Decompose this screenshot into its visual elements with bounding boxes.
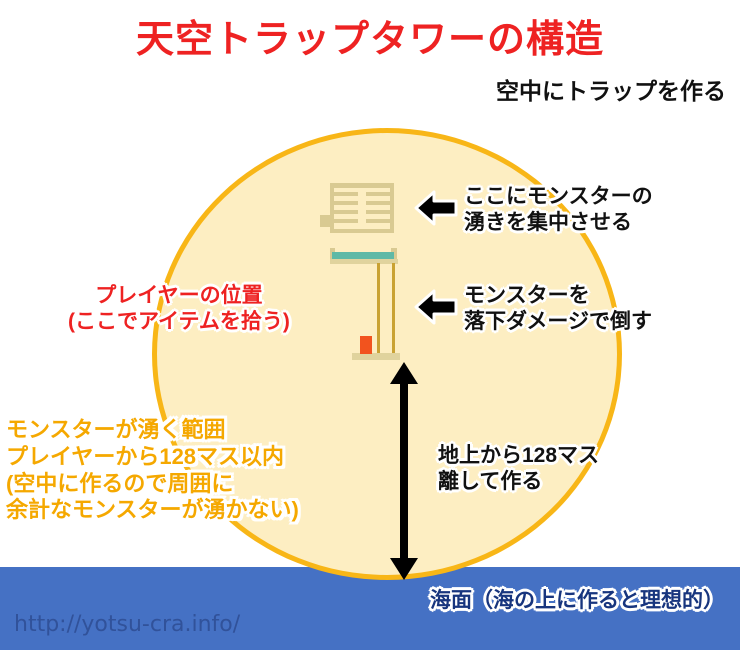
sea-band bbox=[0, 567, 740, 650]
platform-bottom-bar bbox=[330, 229, 394, 233]
annotation-spawn-range: モンスターが湧く範囲 プレイヤーから128マス以内 (空中に作るので周囲に 余計… bbox=[6, 417, 299, 523]
platform-layer-bar bbox=[366, 210, 392, 214]
arrow-head-up bbox=[390, 362, 418, 384]
platform-layer-bar bbox=[366, 201, 392, 205]
subtitle-label: 空中にトラップを作る bbox=[496, 78, 726, 104]
annotation-player-position: プレイヤーの位置 (ここでアイテムを拾う) bbox=[68, 284, 290, 333]
drop-shaft-left-wall bbox=[377, 263, 380, 353]
page-title: 天空トラップタワーの構造 bbox=[135, 19, 604, 61]
platform-support-block bbox=[320, 215, 332, 227]
player-floor bbox=[352, 353, 400, 360]
platform-left-wall bbox=[330, 183, 334, 233]
left-arrow-icon bbox=[414, 189, 458, 227]
annotation-height: 地上から128マス 離して作る bbox=[438, 444, 600, 493]
platform-layer-bar bbox=[332, 219, 358, 223]
platform-top-bar bbox=[330, 183, 394, 188]
sea-level-label: 海面（海の上に作ると理想的） bbox=[430, 589, 724, 612]
annotation-spawn-focus: ここにモンスターの 湧きを集中させる bbox=[464, 185, 653, 234]
spawn-platform-graphic bbox=[330, 183, 394, 233]
player-figure bbox=[360, 336, 372, 354]
water-channel-floor bbox=[330, 259, 398, 264]
platform-layer-bar bbox=[332, 201, 358, 205]
platform-layer-bar bbox=[366, 219, 392, 223]
platform-right-wall bbox=[390, 183, 394, 233]
left-arrow-icon bbox=[414, 288, 458, 326]
platform-layer-bar bbox=[366, 192, 392, 196]
height-double-arrow-icon bbox=[384, 362, 424, 580]
arrow-head-down bbox=[390, 558, 418, 580]
water-channel bbox=[332, 252, 394, 259]
drop-shaft-right-wall bbox=[392, 263, 395, 353]
arrow-shaft bbox=[400, 378, 408, 564]
source-url-watermark: http://yotsu-cra.info/ bbox=[14, 612, 241, 637]
platform-layer-bar bbox=[332, 192, 358, 196]
water-channel-right-cap bbox=[391, 248, 397, 264]
platform-layer-bar bbox=[332, 210, 358, 214]
annotation-fall-damage: モンスターを 落下ダメージで倒す bbox=[464, 284, 652, 333]
